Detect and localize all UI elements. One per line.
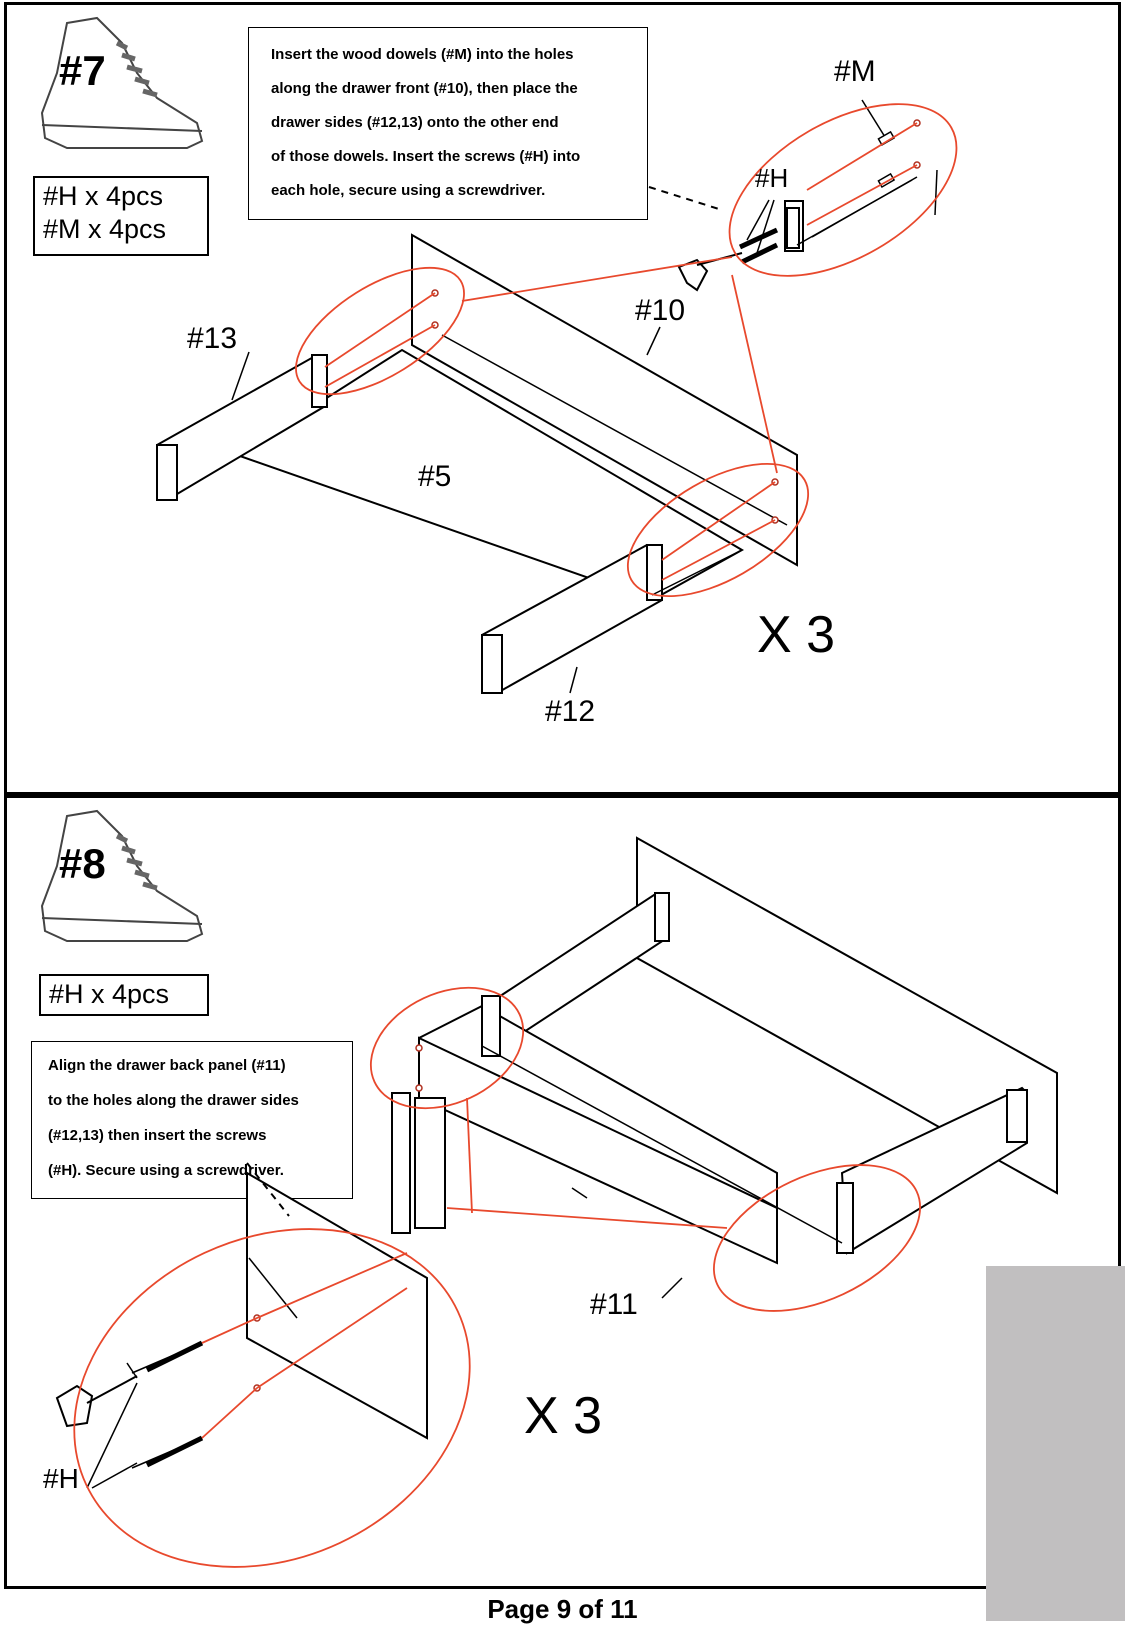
instruction-line: of those dowels. Insert the screws (#H) … [271,148,581,165]
step-8-panel: #8 #H x 4pcs Align the drawer back panel… [4,795,1121,1589]
drawer-back-assembly-diagram [55,836,1058,1568]
instruction-line: along the drawer front (#10), then place… [271,80,578,97]
parts-list: #H x 4pcs #M x 4pcs [33,176,209,256]
instruction-line: drawer sides (#12,13) onto the other end [271,114,559,131]
label-part-5: #5 [418,460,452,493]
screw-icon [738,227,779,265]
instruction-line: (#12,13) then insert the screws [48,1127,267,1144]
part-item-m: #M x 4pcs [43,214,167,244]
parts-list: #H x 4pcs [39,974,209,1016]
drawer-side-12 [481,543,663,694]
instruction-line: Insert the wood dowels (#M) into the hol… [271,46,574,63]
step-7-panel: #7 #H x 4pcs #M x 4pcs Insert the wood d… [4,2,1121,795]
instruction-box: Insert the wood dowels (#M) into the hol… [248,27,648,220]
label-part-11: #11 [590,1288,638,1321]
part-item-h: #H x 4pcs [43,181,164,211]
screwdriver-icon [677,252,743,292]
page-number: Page 9 of 11 [487,1594,638,1624]
instruction-line: Align the drawer back panel (#11) [48,1057,286,1074]
gray-block [986,1266,1125,1621]
label-dowel-m: #M [834,55,876,88]
instruction-box: Align the drawer back panel (#11) to the… [31,1041,353,1199]
multiplier: X 3 [524,1387,603,1445]
drawer-front-panel [411,233,798,567]
instruction-line: (#H). Secure using a screwdriver. [48,1162,284,1179]
label-screw-h: #H [43,1463,79,1494]
screwdriver-icon [55,1375,138,1428]
drawer-assembly-diagram [156,99,958,694]
instruction-line: each hole, secure using a screwdriver. [271,182,546,199]
part-item-h: #H x 4pcs [49,979,170,1009]
step-number: #8 [59,840,106,887]
label-part-12: #12 [545,695,596,728]
label-part-10: #10 [635,294,686,327]
instruction-line: to the holes along the drawer sides [48,1092,299,1109]
sneaker-icon [40,16,204,149]
step-number: #7 [59,47,106,94]
multiplier: X 3 [757,606,836,664]
label-part-13: #13 [187,322,238,355]
label-screw-h: #H [755,163,789,193]
sneaker-icon [40,809,204,942]
